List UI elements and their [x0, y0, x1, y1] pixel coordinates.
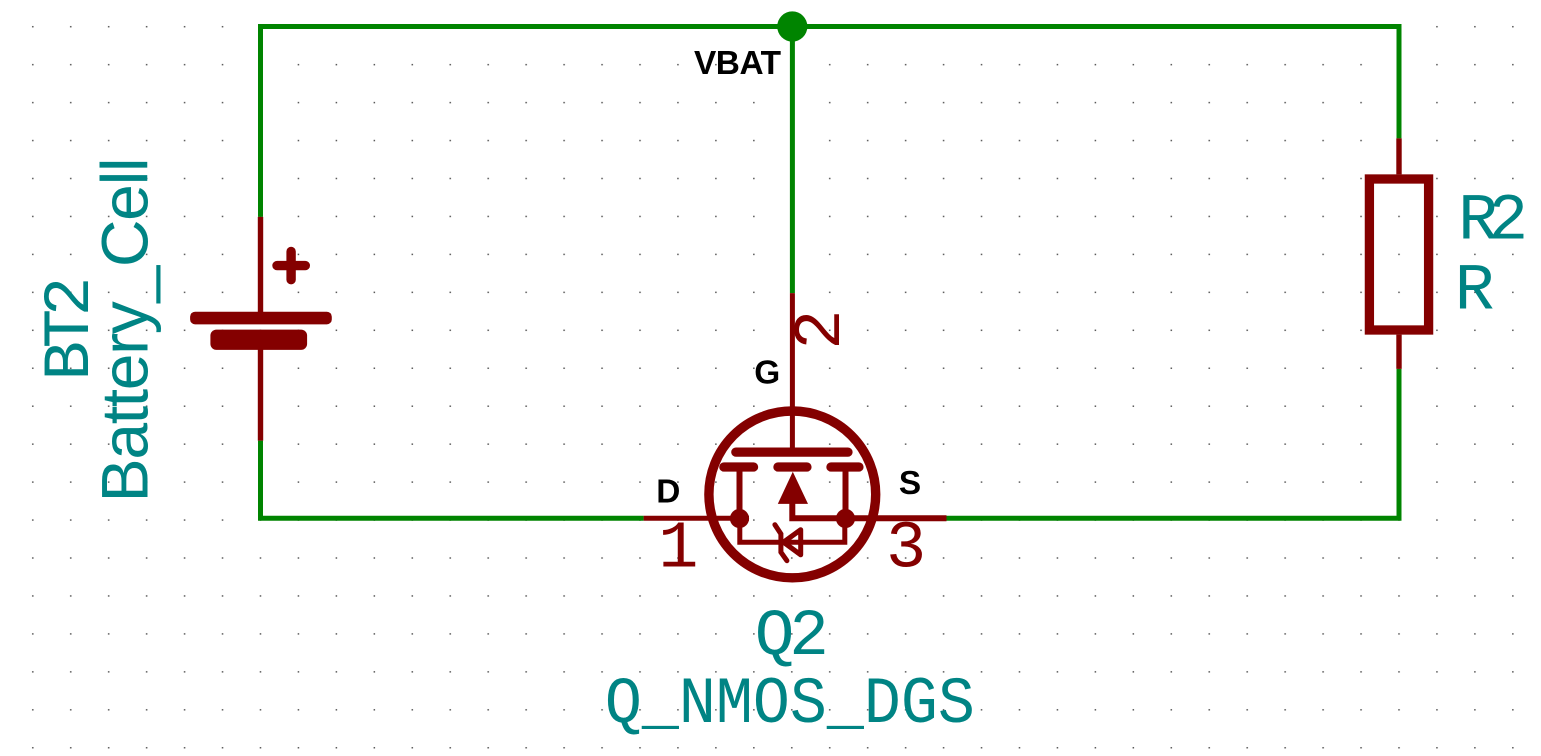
svg-text:Battery_Cell: Battery_Cell [88, 157, 162, 502]
svg-text:Q_NMOS_DGS: Q_NMOS_DGS [605, 667, 975, 742]
svg-text:D: D [656, 474, 680, 511]
svg-text:BT2: BT2 [33, 277, 108, 381]
svg-text:VBAT: VBAT [694, 45, 782, 82]
svg-text:2: 2 [784, 309, 860, 349]
svg-text:R: R [1455, 253, 1495, 328]
svg-text:R2: R2 [1458, 184, 1528, 259]
svg-text:G: G [754, 355, 780, 392]
svg-text:1: 1 [658, 512, 698, 588]
svg-text:Q2: Q2 [755, 599, 829, 674]
svg-text:3: 3 [886, 512, 926, 588]
svg-text:S: S [899, 465, 921, 502]
